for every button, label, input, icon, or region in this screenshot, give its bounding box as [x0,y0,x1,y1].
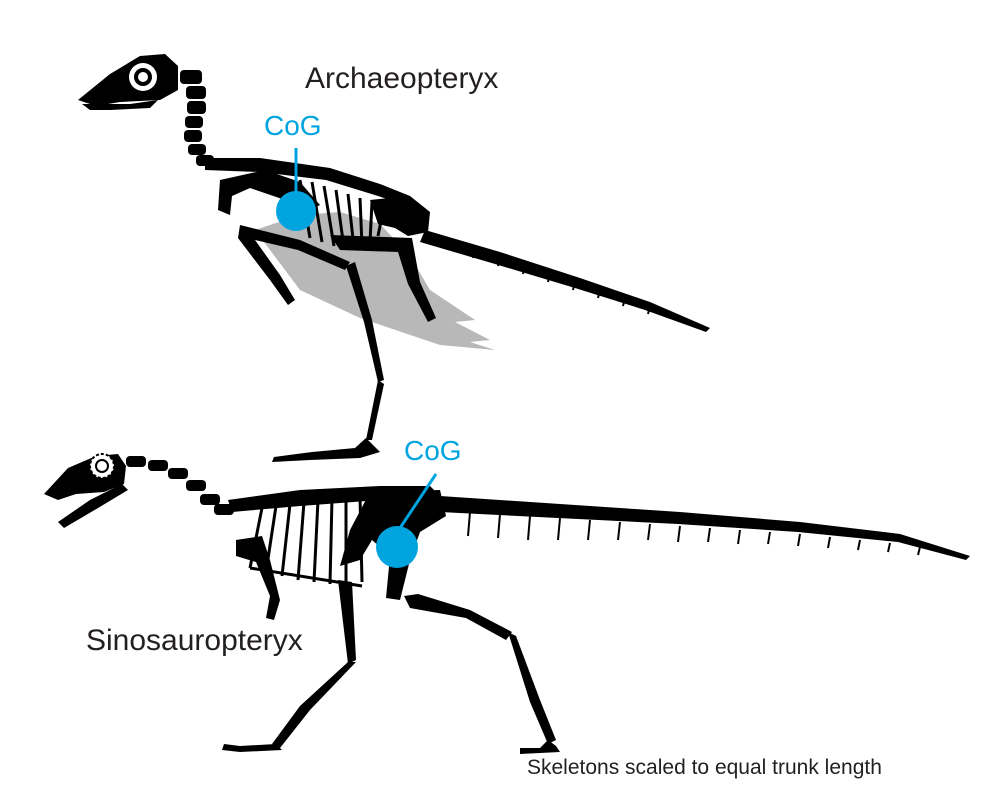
archaeopteryx-legs [272,235,436,462]
sinosauropteryx-tail [440,496,970,560]
archaeopteryx-arm [238,225,350,305]
archaeopteryx-skull [78,54,178,110]
sinosauropteryx-arm [236,536,280,620]
archaeopteryx-label: Archaeopteryx [305,62,499,95]
sinosauropteryx-neck [126,456,234,515]
archaeopteryx-neck [180,70,214,166]
archaeopteryx-skeleton [78,54,710,462]
archaeopteryx-cog-marker [276,148,316,231]
archaeopteryx-cog-label: CoG [264,110,322,141]
sinosauropteryx-skeleton [44,453,970,754]
figure-caption: Skeletons scaled to equal trunk length [527,756,882,779]
archaeopteryx-wing-feathers [255,212,495,350]
sinosauropteryx-label: Sinosauropteryx [86,624,303,657]
sinosauropteryx-legs [222,580,560,754]
archaeopteryx-spine [205,158,410,206]
sinosauropteryx-skull [44,453,128,528]
sinosauropteryx-cog-label: CoG [404,435,462,466]
archaeopteryx-pelvis [370,196,430,236]
sinosauropteryx-cog-marker [376,473,438,568]
archaeopteryx-tail [420,230,710,332]
